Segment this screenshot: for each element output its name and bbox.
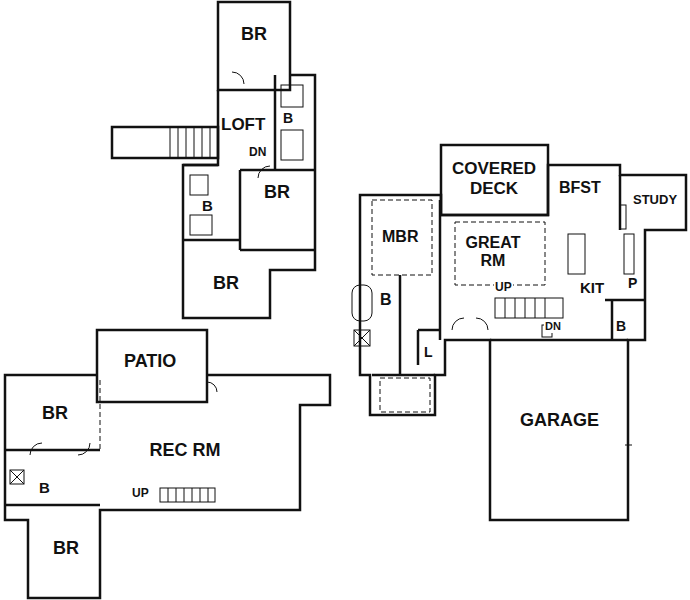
room-label: GREAT RM: [462, 234, 524, 271]
room-label: REC RM: [144, 440, 226, 461]
bath-label: B: [615, 318, 627, 334]
room-label: BR: [52, 538, 80, 559]
bath-label: B: [282, 110, 294, 126]
room-label: BR: [263, 182, 291, 203]
room-label: MBR: [381, 228, 419, 246]
room-label: PATIO: [123, 351, 177, 372]
room-label: STUDY: [632, 193, 678, 208]
room-label: COVERED DECK: [443, 159, 545, 198]
room-label: BR: [41, 403, 69, 424]
room-label: GARAGE: [519, 410, 600, 431]
room-label: LOFT: [220, 115, 266, 135]
stair-label: DN: [248, 146, 267, 160]
stair-label: UP: [131, 487, 150, 501]
bath-label: B: [379, 291, 393, 309]
bath-label: B: [201, 197, 214, 214]
bath-label: B: [38, 479, 51, 496]
room-label: BFST: [558, 179, 602, 197]
room-label: BR: [212, 273, 240, 294]
room-label: L: [423, 344, 434, 360]
stair-label: UP: [494, 281, 513, 295]
stair-label: DN: [544, 320, 562, 333]
room-label: P: [627, 275, 638, 291]
room-label: KIT: [579, 279, 605, 296]
room-label: BR: [240, 24, 268, 45]
